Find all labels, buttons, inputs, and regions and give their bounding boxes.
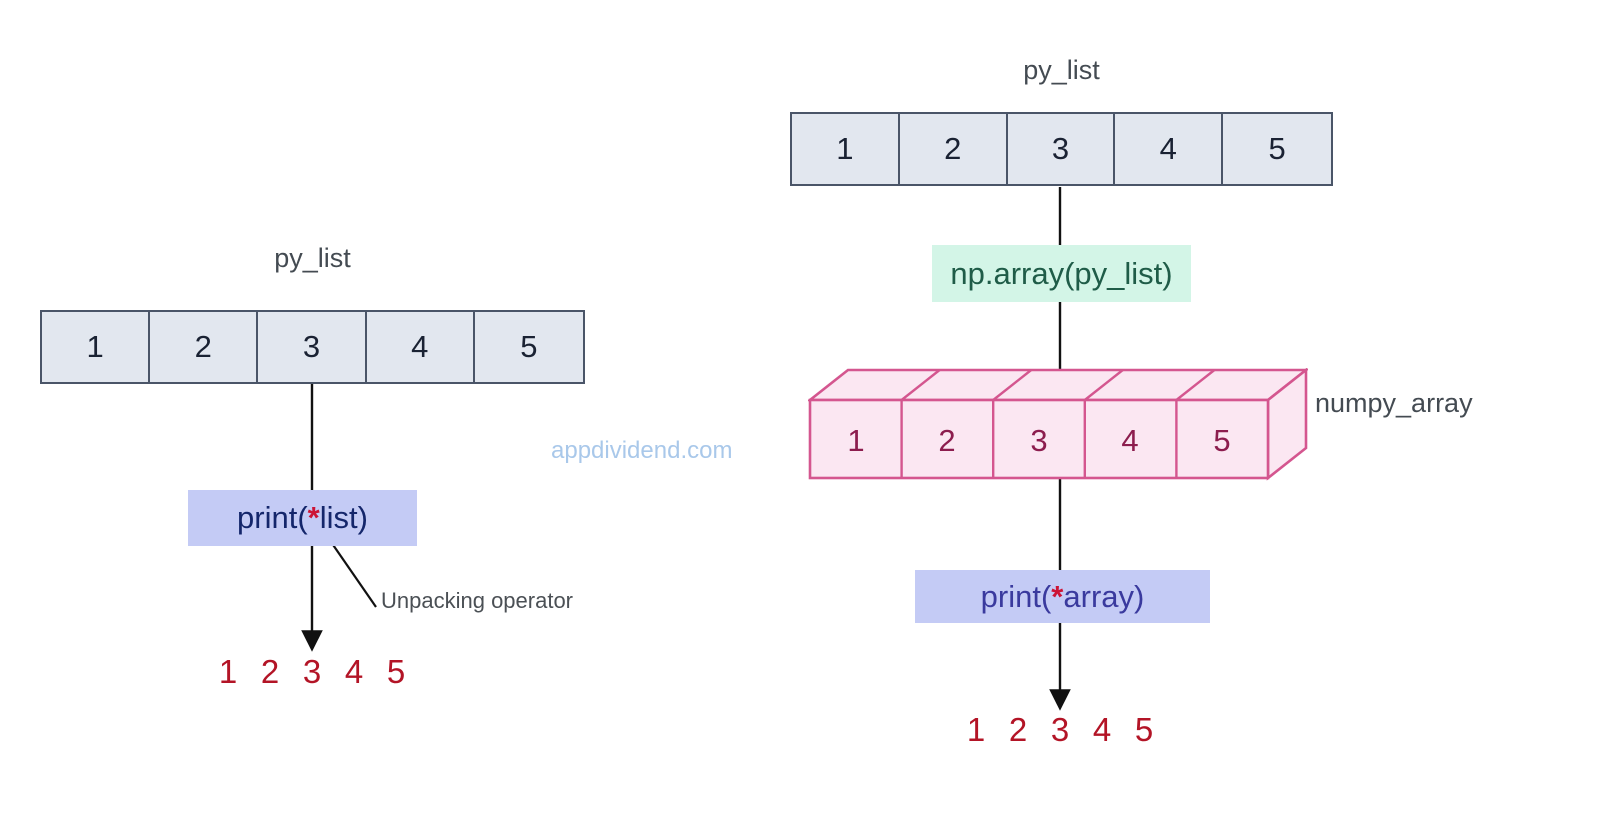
- left-output-row: 1 2 3 4 5: [207, 653, 417, 691]
- unpacking-operator-annotation: Unpacking operator: [381, 588, 574, 613]
- left-list-cell-2: 3: [258, 312, 367, 382]
- right-print-code-box: print(*array): [915, 570, 1210, 623]
- right-list-cell-3: 4: [1115, 114, 1224, 184]
- numpy-cell-4: 5: [1213, 423, 1231, 458]
- np-array-code-box: np.array(py_list): [932, 245, 1191, 302]
- right-output-3: 4: [1092, 711, 1112, 748]
- right-output-row: 1 2 3 4 5: [955, 711, 1165, 749]
- numpy-array-label: numpy_array: [1315, 388, 1473, 418]
- left-list-cell-4: 5: [520, 329, 538, 364]
- right-list-cell-4: 5: [1268, 131, 1286, 166]
- right-output-4: 5: [1134, 711, 1154, 748]
- left-print-code-box: print(*list): [188, 490, 417, 546]
- right-list-cell-2: 3: [1008, 114, 1116, 184]
- left-unpacking-star: *: [307, 500, 320, 535]
- numpy-array-3d-svg: [806, 367, 1310, 481]
- numpy-top-divider-1: [900, 369, 941, 401]
- left-list-cell-0: 1: [42, 312, 151, 382]
- numpy-array-3d-box: 1 2 3 4 5: [806, 367, 1310, 486]
- right-py-list-label: py_list: [1023, 55, 1100, 85]
- numpy-cell-2: 3: [1030, 423, 1048, 458]
- right-output-2: 3: [1050, 711, 1070, 748]
- left-print-code-suffix: list): [319, 500, 368, 535]
- left-print-code-prefix: print(: [237, 500, 308, 535]
- right-unpacking-star: *: [1051, 578, 1064, 614]
- right-output-0: 1: [966, 711, 986, 748]
- left-output-2: 3: [302, 653, 322, 690]
- left-output-4: 5: [386, 653, 406, 690]
- left-list-cell-3: 4: [367, 312, 475, 382]
- np-array-code-text: np.array(py_list): [950, 255, 1173, 291]
- right-print-code-prefix: print(: [980, 578, 1052, 614]
- right-py-list-table: 1 2 3 4 5: [790, 112, 1333, 186]
- numpy-top-divider-3: [1084, 369, 1124, 401]
- right-list-cell-1: 2: [900, 114, 1008, 184]
- left-output-0: 1: [218, 653, 238, 690]
- numpy-cell-0: 1: [847, 423, 865, 458]
- numpy-cell-3: 4: [1121, 423, 1139, 458]
- numpy-top-divider-4: [1175, 369, 1216, 401]
- left-py-list-table: 1 2 3 4 5: [40, 310, 585, 384]
- right-print-code-suffix: array): [1063, 578, 1145, 614]
- left-list-cell-1: 2: [150, 312, 259, 382]
- watermark: appdividend.com: [551, 437, 733, 464]
- left-output-3: 4: [344, 653, 364, 690]
- numpy-top-divider-2: [992, 369, 1032, 401]
- numpy-front-face: [808, 398, 1270, 480]
- numpy-cell-1: 2: [938, 423, 956, 458]
- right-list-cell-0: 1: [792, 114, 900, 184]
- numpy-top-face: [806, 368, 1310, 402]
- left-output-1: 2: [260, 653, 280, 690]
- left-py-list-label: py_list: [274, 243, 351, 273]
- right-output-1: 2: [1008, 711, 1028, 748]
